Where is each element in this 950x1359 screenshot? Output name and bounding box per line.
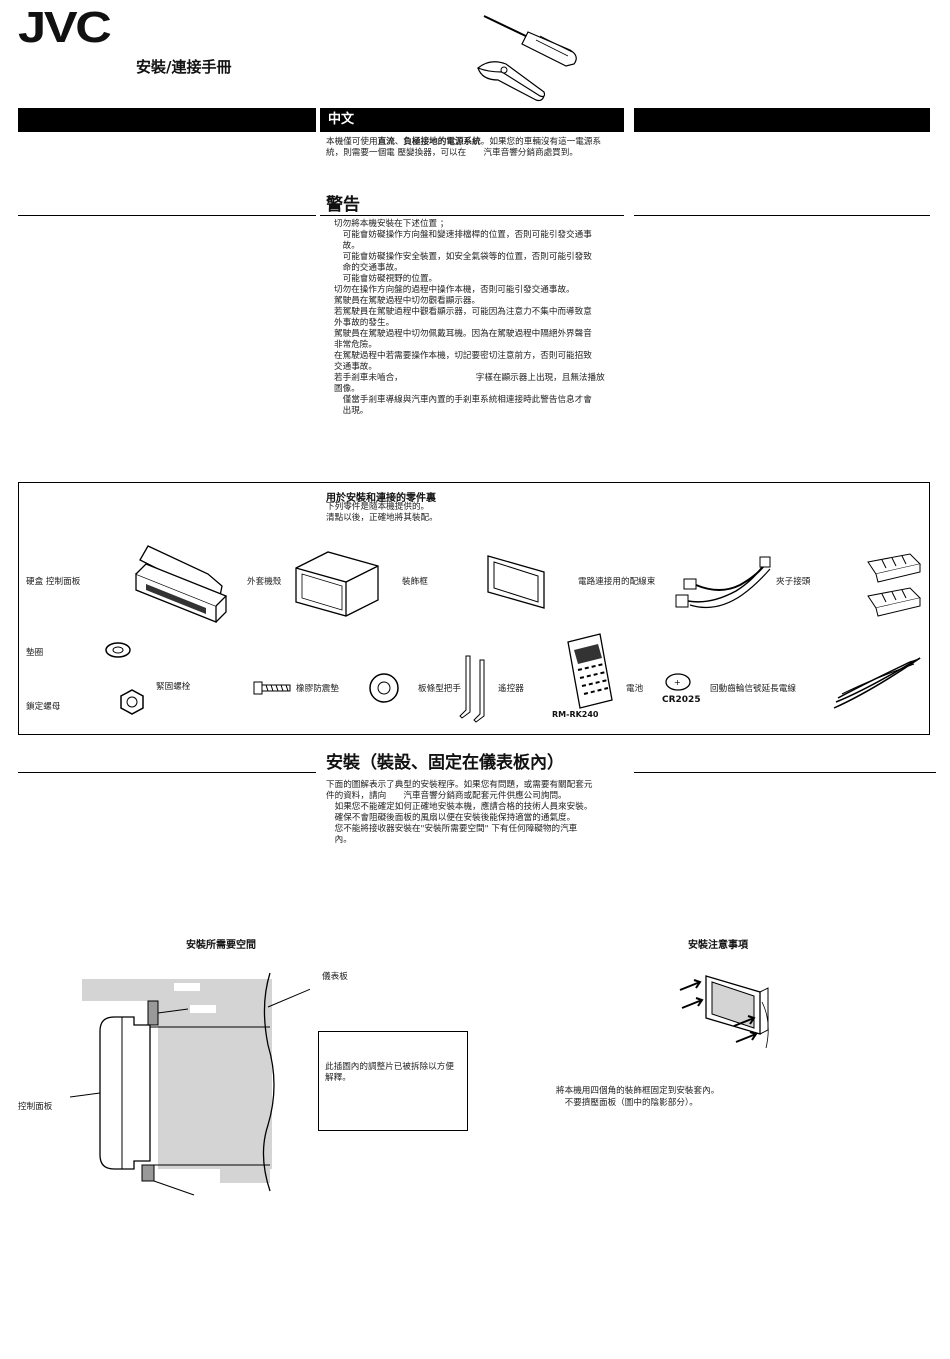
rule	[634, 772, 936, 773]
part-label-lock-nut: 鎖定螺母	[26, 702, 61, 712]
space-diagram-heading: 安裝所需要空間	[186, 940, 256, 951]
part-label-battery: 電池	[626, 684, 644, 694]
parts-heading: 用於安裝和連接的零件裏	[326, 493, 436, 504]
sleeve-icon	[295, 551, 379, 617]
washer-icon	[105, 642, 131, 658]
part-label-remote: 遙控器	[498, 684, 524, 694]
page-title: 安裝/連接手冊	[136, 58, 232, 76]
svg-text:+: +	[674, 678, 681, 687]
parts-subtext-1: 下列零件是隨本機提供的。	[326, 502, 430, 512]
rule	[18, 772, 316, 773]
parts-list-box	[18, 482, 930, 735]
right-column-bar	[634, 108, 930, 132]
install-instructions: 下面的圖解表示了典型的安裝程序。如果您有問題，或需要有關配套元件的資料，請向 汽…	[326, 780, 593, 845]
part-label-trim-frame: 裝飾框	[402, 577, 428, 587]
jvc-logo: JVC	[18, 3, 112, 52]
parts-subtext-2: 清點以後，正確地將其裝配。	[326, 513, 438, 523]
warning-list: 切勿將本機安裝在下述位置 ； 可能會妨礙操作方向盤和變速排檔桿的位置，否則可能引…	[334, 219, 605, 416]
rule	[320, 215, 624, 216]
diagram-note-text: 此插圖內的調整片已被拆除以方便解釋。	[325, 1062, 454, 1083]
caution-line-2: 不要擠壓面板（圖中的陰影部分）。	[556, 1098, 698, 1108]
wiring-harness-icon	[675, 556, 771, 608]
space-diagram	[70, 972, 310, 1196]
part-label-sleeve: 外套機殼	[247, 577, 282, 587]
caution-diagram	[679, 975, 769, 1049]
part-label-washer: 墊圈	[26, 648, 44, 658]
battery-model-label: CR2025	[662, 695, 701, 705]
part-label-handles: 板條型把手	[418, 684, 461, 694]
handles-icon	[459, 655, 485, 723]
hard-case-icon	[135, 545, 228, 623]
part-label-wiring-harness: 電路連接用的配線束	[578, 577, 656, 587]
clip-connector-icon	[867, 553, 921, 617]
remote-control-icon	[567, 633, 613, 709]
language-bar: 中文	[320, 108, 624, 132]
remote-model-label: RM-RK240	[552, 710, 599, 719]
language-label: 中文	[328, 112, 355, 127]
rule	[634, 215, 930, 216]
warning-heading: 警告	[326, 195, 360, 215]
part-label-clip: 夾子接頭	[776, 577, 811, 587]
rubber-cushion-icon	[369, 673, 399, 703]
install-heading: 安裝（裝設、固定在儀表板內）	[326, 753, 564, 773]
bolt-icon	[253, 681, 291, 695]
part-label-cord: 回動齒輪信號延長電線	[710, 684, 796, 694]
dashboard-label: 儀表板	[322, 972, 348, 982]
intro-text: 本機僅可使用直流、負極接地的電源系統。如果您的車輛沒有這一電源系統，則需要一個電…	[326, 137, 602, 158]
lock-nut-icon	[120, 689, 144, 715]
diagram-note-box: 此插圖內的調整片已被拆除以方便解釋。	[318, 1031, 468, 1131]
caution-diagram-heading: 安裝注意事項	[688, 940, 748, 951]
trim-frame-icon	[487, 555, 545, 609]
part-label-hard-case: 硬盒 控制面板	[26, 577, 81, 587]
extension-cord-icon	[833, 657, 921, 709]
battery-icon: +	[665, 673, 691, 691]
rule	[18, 215, 316, 216]
caution-line-1: 將本機用四個角的裝飾框固定到安裝套內。	[556, 1086, 720, 1096]
part-label-bolt: 緊固螺栓	[156, 682, 191, 692]
part-label-rubber-cushion: 橡膠防震墊	[296, 684, 339, 694]
control-panel-label: 控制面板	[18, 1102, 53, 1112]
left-column-bar	[18, 108, 316, 132]
tools-illustration	[476, 15, 577, 102]
